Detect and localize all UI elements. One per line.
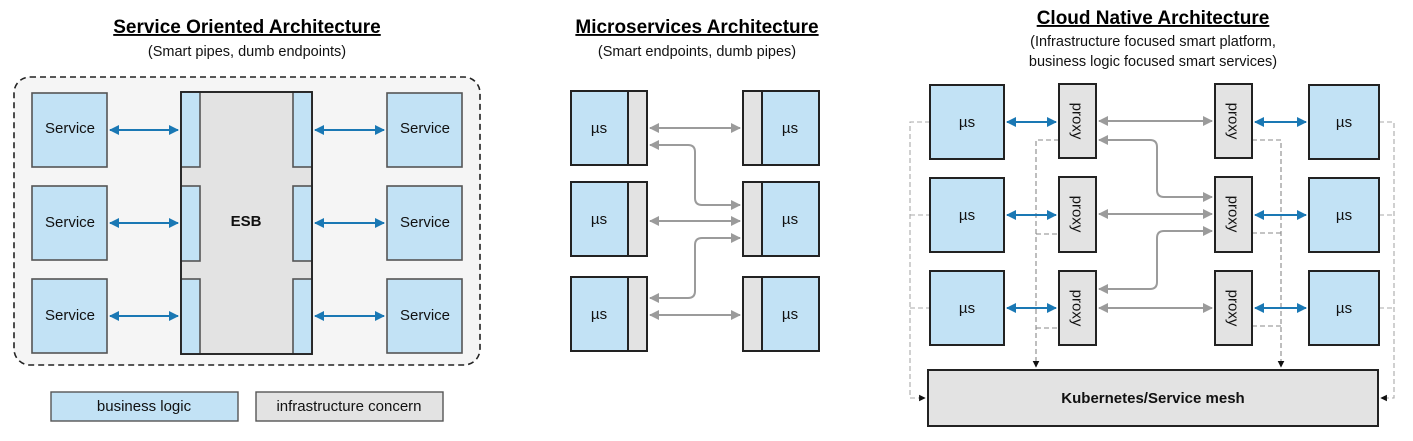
- proxy-label: proxy: [1225, 103, 1242, 140]
- cloud-native-title: Cloud Native Architecture: [1037, 8, 1270, 29]
- microservice-label: µs: [591, 120, 607, 137]
- soa-service[interactable]: Service: [31, 185, 108, 261]
- sidecar-proxy[interactable]: proxy: [1058, 176, 1097, 253]
- control-plane-line: [1252, 139, 1285, 368]
- proxy-label: proxy: [1225, 196, 1242, 233]
- service-label: Service: [45, 307, 95, 324]
- proxy-label: proxy: [1225, 290, 1242, 327]
- microservices-section: Microservices Architecture (Smart endpoi…: [570, 17, 820, 352]
- cloud-microservice[interactable]: µs: [929, 270, 1005, 346]
- soa-subtitle: (Smart pipes, dumb endpoints): [148, 44, 346, 60]
- sidecar-proxy[interactable]: proxy: [1214, 270, 1253, 346]
- soa-service[interactable]: Service: [386, 278, 463, 354]
- microservice[interactable]: µs: [742, 90, 820, 166]
- microservice[interactable]: µs: [570, 181, 648, 257]
- microservice-label: µs: [591, 211, 607, 228]
- sidecar-proxy[interactable]: proxy: [1214, 83, 1253, 159]
- control-plane-line: [909, 121, 930, 402]
- esb[interactable]: ESB: [180, 91, 313, 355]
- service-label: Service: [400, 214, 450, 231]
- service-label: Service: [45, 120, 95, 137]
- control-plane-line: [1379, 121, 1395, 402]
- sidecar-proxy[interactable]: proxy: [1058, 270, 1097, 346]
- microservice[interactable]: µs: [570, 276, 648, 352]
- microservices-subtitle: (Smart endpoints, dumb pipes): [598, 44, 796, 60]
- legend-infrastructure-label: infrastructure concern: [276, 398, 421, 415]
- service-label: Service: [400, 120, 450, 137]
- esb-adapter: [180, 278, 201, 355]
- microservices-pipe-arrow: [649, 140, 741, 210]
- service-label: Service: [45, 214, 95, 231]
- cloud-microservice[interactable]: µs: [1308, 270, 1380, 346]
- cloud-microservice[interactable]: µs: [1308, 177, 1380, 253]
- cloud-microservice[interactable]: µs: [1308, 84, 1380, 160]
- microservice-label: µs: [959, 207, 975, 224]
- soa-service[interactable]: Service: [386, 185, 463, 261]
- legend-business-logic-label: business logic: [97, 398, 192, 415]
- microservices-pipe-arrow: [649, 233, 741, 303]
- soa-title: Service Oriented Architecture: [113, 17, 381, 38]
- microservices-title: Microservices Architecture: [575, 17, 818, 38]
- soa-service[interactable]: Service: [386, 92, 463, 168]
- cloud-native-subtitle-line2: business logic focused smart services): [1029, 54, 1277, 70]
- microservice-label: µs: [782, 120, 798, 137]
- legend: business logic infrastructure concern: [50, 391, 444, 422]
- esb-adapter: [180, 185, 201, 262]
- cloud-native-subtitle-line1: (Infrastructure focused smart platform,: [1030, 34, 1276, 50]
- microservice[interactable]: µs: [742, 276, 820, 352]
- soa-service[interactable]: Service: [31, 92, 108, 168]
- esb-adapter: [292, 185, 313, 262]
- esb-adapter: [292, 91, 313, 168]
- esb-label: ESB: [231, 213, 262, 230]
- microservice[interactable]: µs: [570, 90, 648, 166]
- cloud-microservice[interactable]: µs: [929, 177, 1005, 253]
- sidecar-proxy[interactable]: proxy: [1214, 176, 1253, 253]
- proxy-pipe-arrow: [1098, 135, 1213, 202]
- kubernetes-service-mesh[interactable]: Kubernetes/Service mesh: [927, 369, 1379, 427]
- microservice-label: µs: [782, 211, 798, 228]
- cloud-microservice[interactable]: µs: [929, 84, 1005, 160]
- proxy-label: proxy: [1069, 103, 1086, 140]
- legend-business-logic: business logic: [50, 391, 239, 422]
- service-label: Service: [400, 307, 450, 324]
- proxy-label: proxy: [1069, 290, 1086, 327]
- esb-adapter: [292, 278, 313, 355]
- microservice-label: µs: [959, 300, 975, 317]
- soa-section: Service Oriented Architecture (Smart pip…: [13, 17, 481, 366]
- cloud-native-section: Cloud Native Architecture (Infrastructur…: [909, 8, 1395, 427]
- soa-service[interactable]: Service: [31, 278, 108, 354]
- microservice[interactable]: µs: [742, 181, 820, 257]
- platform-label: Kubernetes/Service mesh: [1061, 390, 1244, 407]
- microservice-label: µs: [782, 306, 798, 323]
- esb-adapter: [180, 91, 201, 168]
- microservice-label: µs: [591, 306, 607, 323]
- proxy-label: proxy: [1069, 196, 1086, 233]
- microservice-label: µs: [1336, 114, 1352, 131]
- control-plane-line: [1032, 139, 1059, 368]
- microservice-label: µs: [1336, 207, 1352, 224]
- microservice-label: µs: [1336, 300, 1352, 317]
- sidecar-proxy[interactable]: proxy: [1058, 83, 1097, 159]
- legend-infrastructure: infrastructure concern: [255, 391, 444, 422]
- proxy-pipe-arrow: [1098, 226, 1213, 294]
- microservice-label: µs: [959, 114, 975, 131]
